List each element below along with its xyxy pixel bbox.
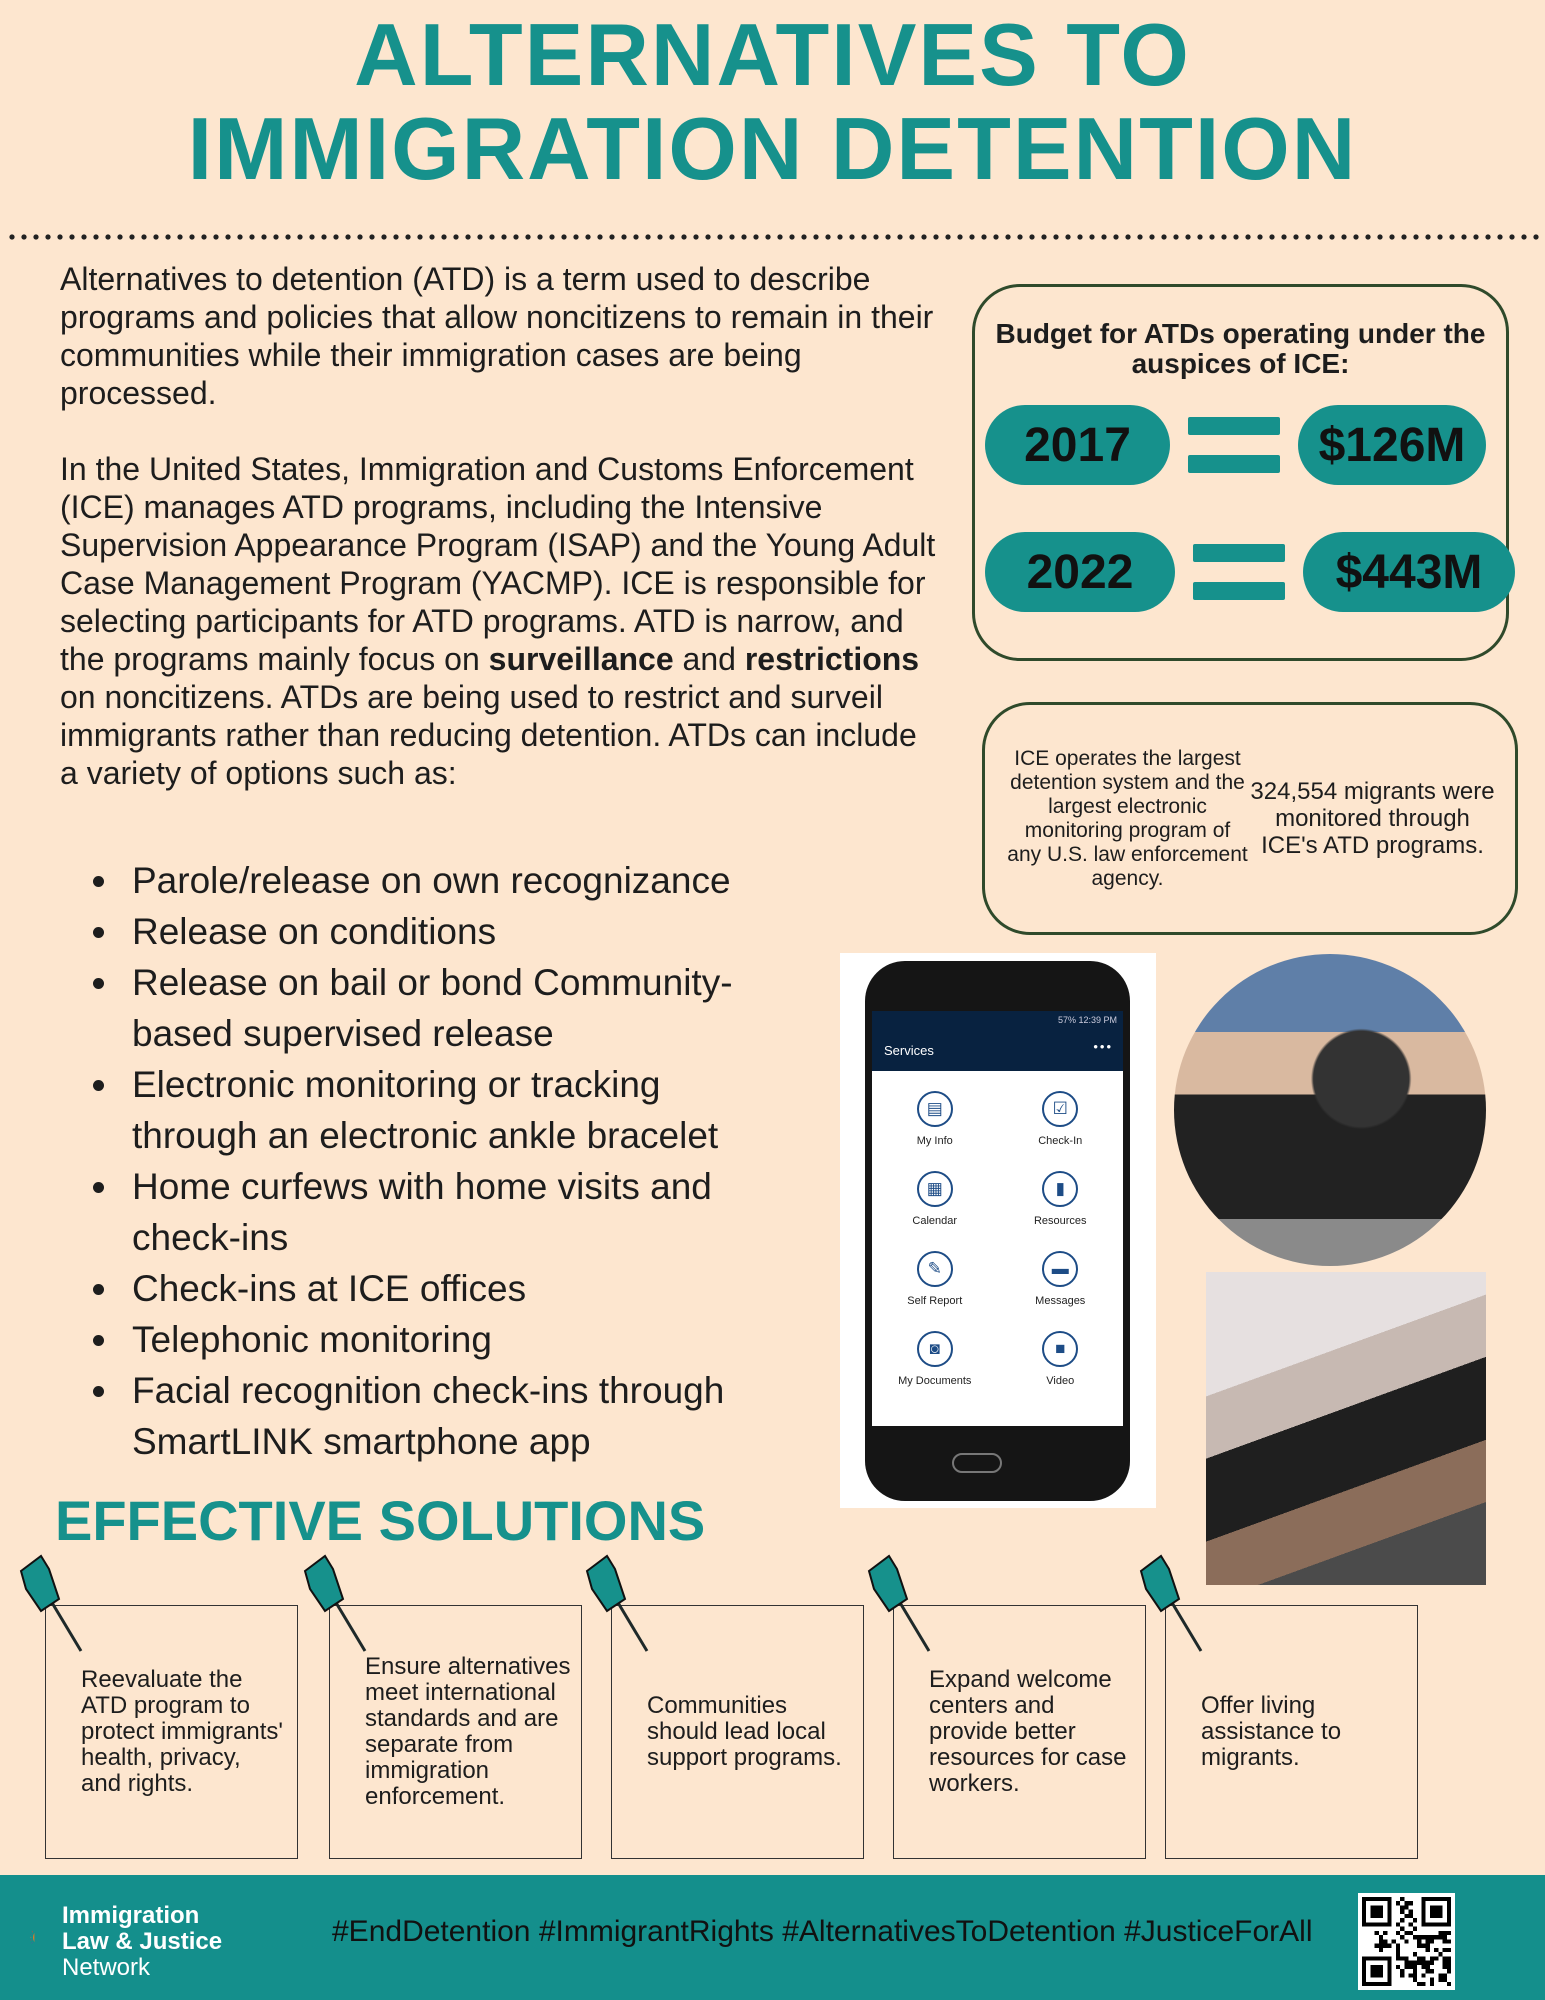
camera-icon: ◙: [916, 1331, 953, 1367]
label: Self Report: [907, 1295, 963, 1307]
text: and: [673, 641, 745, 677]
year-pill: 2017: [985, 405, 1170, 485]
dotted-divider: [6, 234, 1545, 240]
list-item: Home curfews with home visits and check-…: [122, 1161, 780, 1263]
service-check-in: ☑ Check-In: [998, 1091, 1124, 1147]
label: Check-In: [1038, 1135, 1083, 1147]
list-item: Telephonic monitoring: [122, 1314, 780, 1365]
list-item: Facial recognition check-ins through Sma…: [122, 1365, 780, 1467]
message-icon: ▬: [1042, 1251, 1079, 1287]
status-bar: 57% 12:39 PM: [1057, 1015, 1117, 1025]
stat-detention-system: ICE operates the largest detention syste…: [1007, 746, 1248, 890]
intro-text: Alternatives to detention (ATD) is a ter…: [60, 260, 940, 830]
amount-pill: $443M: [1303, 532, 1515, 612]
qr-code-icon: [1362, 1897, 1451, 1986]
logo-line: Network: [62, 1954, 151, 1981]
services-grid: ▤My Info ☑Check-In ▦Calendar ▮Resources …: [872, 1071, 1123, 1387]
text: In the United States, Immigration and Cu…: [60, 451, 936, 677]
smartlink-phone-image: 57% 12:39 PM Services ••• ▤ My Info ☑ Chec…: [840, 953, 1156, 1508]
logo-line: Immigration: [62, 1902, 200, 1929]
app-title: Services: [884, 1043, 934, 1058]
logo-line: Law & Justice: [62, 1928, 223, 1955]
label: Resources: [1033, 1215, 1087, 1227]
solution-text: Expand welcome centers and provide bette…: [929, 1666, 1127, 1797]
solution-note: Expand welcome centers and provide bette…: [867, 1554, 1146, 1859]
pushpin-icon: [867, 1554, 931, 1652]
text: on noncitizens. ATDs are being used to r…: [60, 679, 917, 791]
budget-box: Budget for ATDs operating under the ausp…: [972, 284, 1515, 661]
solutions-heading: EFFECTIVE SOLUTIONS: [55, 1489, 706, 1552]
address-book-icon: ▮: [1042, 1171, 1079, 1207]
amount-pill: $126M: [1298, 405, 1486, 485]
solution-text: Communities should lead local support pr…: [647, 1692, 842, 1771]
ankle-monitor-photo: [1174, 954, 1486, 1266]
qr-code[interactable]: [1358, 1893, 1455, 1990]
solution-text: Offer living assistance to migrants.: [1201, 1692, 1342, 1771]
equals-icon: [1193, 544, 1285, 600]
budget-row-2022: 2022 $443M: [985, 532, 1515, 612]
pushpin-icon: [585, 1554, 649, 1652]
service-calendar: ▦ Calendar: [872, 1171, 998, 1227]
pushpin-icon: [303, 1554, 367, 1652]
organization-name: Immigration Law & Justice Network: [62, 1903, 222, 1981]
footer: Immigration Law & Justice Network #EndDe…: [0, 1875, 1545, 2000]
pushpin-icon: [1139, 1554, 1203, 1652]
id-card-icon: ▤: [916, 1091, 953, 1127]
solution-text: Reevaluate the ATD program to protect im…: [81, 1666, 283, 1797]
stat-migrants-monitored: 324,554 migrants were monitored through …: [1250, 778, 1495, 859]
service-self-report: ✎ Self Report: [872, 1251, 998, 1307]
home-button: [952, 1453, 1002, 1473]
service-video: ■ Video: [998, 1331, 1124, 1387]
service-my-info: ▤ My Info: [872, 1091, 998, 1147]
title-line-1: ALTERNATIVES TO: [354, 5, 1191, 104]
phone-screen: 57% 12:39 PM Services ••• ▤ My Info ☑ Chec…: [872, 1011, 1123, 1426]
edit-icon: ✎: [916, 1251, 953, 1287]
bold-text: surveillance: [488, 641, 674, 677]
label: Messages: [1035, 1295, 1086, 1307]
equals-icon: [1188, 417, 1280, 473]
stats-box: ICE operates the largest detention syste…: [982, 702, 1518, 935]
list-item: Release on conditions: [122, 906, 780, 957]
phone-in-hand-photo: [1206, 1272, 1486, 1585]
solution-note: Reevaluate the ATD program to protect im…: [19, 1554, 298, 1859]
intro-paragraph-2: In the United States, Immigration and Cu…: [60, 450, 940, 792]
solution-note: Ensure alternatives meet international s…: [303, 1554, 582, 1859]
solution-note: Offer living assistance to migrants.: [1139, 1554, 1418, 1859]
budget-heading: Budget for ATDs operating under the ausp…: [995, 318, 1486, 379]
organization-logo: [30, 1930, 35, 1944]
list-item: Release on bail or bond Community-based …: [122, 957, 780, 1059]
bold-text: restrictions: [744, 641, 920, 677]
list-item: Check-ins at ICE offices: [122, 1263, 780, 1314]
solution-note: Communities should lead local support pr…: [585, 1554, 864, 1859]
service-resources: ▮ Resources: [998, 1171, 1124, 1227]
service-my-documents: ◙ My Documents: [872, 1331, 998, 1387]
app-header: 57% 12:39 PM Services •••: [872, 1011, 1123, 1071]
more-icon: •••: [1093, 1039, 1113, 1054]
year-pill: 2022: [985, 532, 1175, 612]
video-icon: ■: [1042, 1331, 1079, 1367]
label: My Documents: [898, 1375, 972, 1387]
calendar-icon: ▦: [916, 1171, 953, 1207]
hashtags: #EndDetention #ImmigrantRights #Alternat…: [332, 1915, 1313, 1948]
intro-paragraph-1: Alternatives to detention (ATD) is a ter…: [60, 261, 934, 411]
pushpin-icon: [19, 1554, 83, 1652]
list-item: Parole/release on own recognizance: [122, 855, 780, 906]
label: Video: [1046, 1375, 1075, 1387]
service-messages: ▬ Messages: [998, 1251, 1124, 1307]
checkbox-icon: ☑: [1042, 1091, 1079, 1127]
budget-row-2017: 2017 $126M: [985, 405, 1486, 485]
title-line-2: IMMIGRATION DETENTION: [187, 99, 1358, 198]
list-item: Electronic monitoring or tracking throug…: [122, 1059, 780, 1161]
solution-text: Ensure alternatives meet international s…: [365, 1653, 571, 1810]
label: My Info: [916, 1135, 953, 1147]
atd-options-list: Parole/release on own recognizance Relea…: [80, 855, 780, 1467]
label: Calendar: [912, 1215, 958, 1227]
